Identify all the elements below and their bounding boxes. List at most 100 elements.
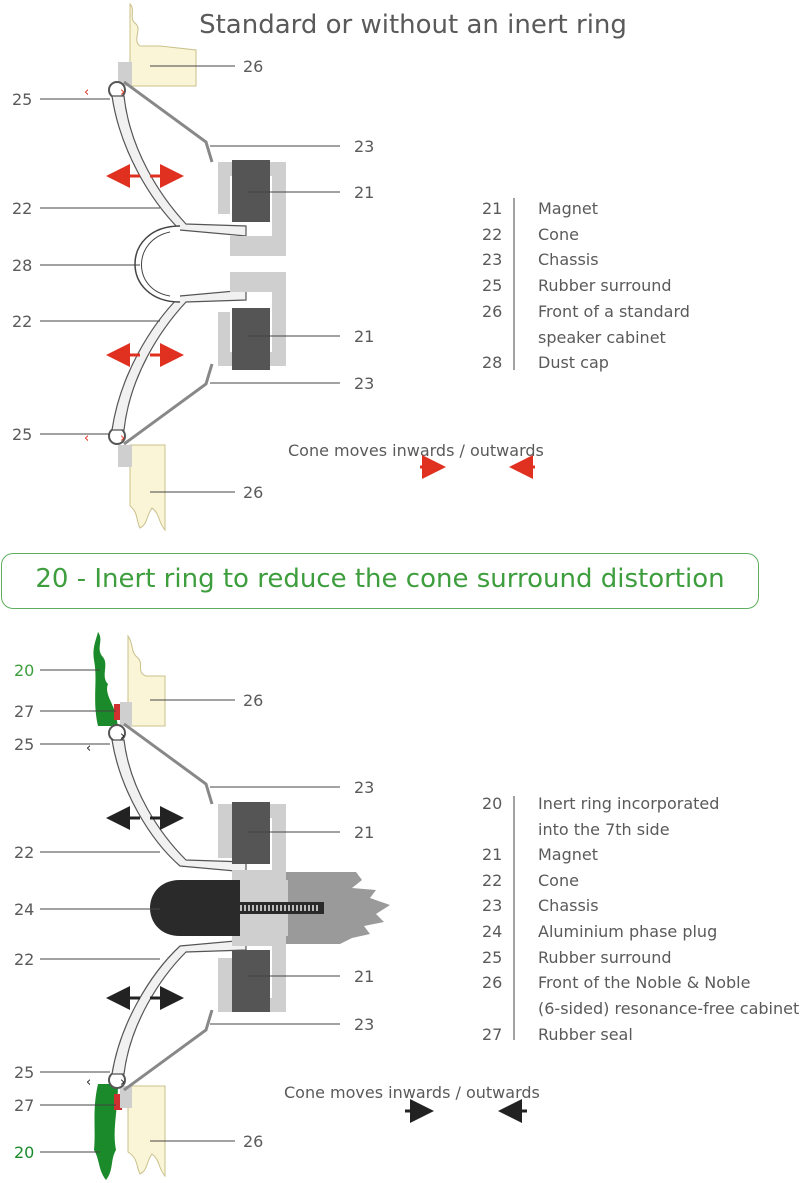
callout-23-lower: 23	[354, 374, 374, 393]
inert-ring-top	[93, 632, 118, 726]
svg-text:25: 25	[482, 948, 502, 967]
magnet-lower	[232, 308, 270, 370]
cabinet-front-top-b	[127, 634, 166, 727]
svg-text:Front of a standard: Front of a standard	[538, 302, 690, 321]
callout-21-lower-b: 21	[354, 967, 374, 986]
svg-text:22: 22	[482, 225, 502, 244]
magnet-upper-b	[232, 802, 270, 864]
callout-20-top: 20	[14, 661, 34, 680]
svg-text:23: 23	[482, 250, 502, 269]
black-tick-left-bottom: ‹	[86, 1075, 91, 1090]
bottom-legend: 20 Inert ring incorporated into the 7th s…	[482, 794, 799, 1044]
callout-28: 28	[12, 256, 32, 275]
top-motion-caption: Cone moves inwards / outwards	[288, 441, 544, 460]
svg-text:Rubber surround: Rubber surround	[538, 948, 672, 967]
svg-text:21: 21	[482, 845, 502, 864]
red-tick-left-bottom: ‹	[84, 431, 89, 446]
chassis-lower	[218, 272, 286, 366]
chassis-mount-bottom	[118, 445, 132, 467]
callout-27-top: 27	[14, 702, 34, 721]
svg-text:26: 26	[482, 302, 502, 321]
callout-26-top-b: 26	[243, 691, 263, 710]
red-tick-left-top: ‹	[84, 85, 89, 100]
svg-text:Rubber seal: Rubber seal	[538, 1025, 633, 1044]
svg-text:28: 28	[482, 353, 502, 372]
inert-ring-banner: 20 - Inert ring to reduce the cone surro…	[1, 553, 759, 609]
cabinet-front-top	[129, 2, 197, 87]
callout-26-top: 26	[243, 57, 263, 76]
rubber-seal-bottom	[114, 1094, 122, 1110]
chassis-lower-b	[218, 936, 286, 1012]
black-tick-right-bottom: ›	[120, 1075, 125, 1090]
svg-text:25: 25	[482, 276, 502, 295]
chassis-upper	[218, 162, 286, 256]
svg-text:Inert ring incorporated: Inert ring incorporated	[538, 794, 719, 813]
bottom-motion-caption: Cone moves inwards / outwards	[284, 1083, 540, 1102]
phase-plug	[150, 880, 240, 936]
cone-lower	[111, 289, 247, 431]
svg-text:21: 21	[482, 199, 502, 218]
chassis-basket-top	[123, 80, 214, 163]
callout-21-top: 21	[354, 183, 374, 202]
cabinet-front-bottom-b	[127, 1085, 166, 1178]
svg-text:Dust cap: Dust cap	[538, 353, 609, 372]
chassis-basket-bottom-b	[123, 1009, 214, 1092]
callout-25-lower-b: 25	[14, 1063, 34, 1082]
chassis-basket-bottom	[123, 363, 214, 446]
svg-text:Chassis: Chassis	[538, 896, 599, 915]
dust-cap-inner	[141, 231, 171, 297]
callout-22-top-b: 22	[14, 843, 34, 862]
callout-21-top-b: 21	[354, 823, 374, 842]
callout-22-lower-b: 22	[14, 950, 34, 969]
svg-text:Front of the Noble & Noble: Front of the Noble & Noble	[538, 973, 750, 992]
dust-cap	[134, 225, 181, 303]
magnet-upper	[232, 160, 270, 222]
svg-text:Rubber surround: Rubber surround	[538, 276, 672, 295]
rubber-seal-top	[114, 704, 122, 720]
svg-text:speaker cabinet: speaker cabinet	[538, 328, 666, 347]
black-tick-right-top: ›	[120, 729, 125, 744]
callout-23-top-b: 23	[354, 778, 374, 797]
svg-text:24: 24	[482, 922, 502, 941]
callout-23-top: 23	[354, 137, 374, 156]
callout-24: 24	[14, 900, 34, 919]
cone-upper	[111, 95, 247, 237]
svg-text:Cone: Cone	[538, 225, 579, 244]
top-title: Standard or without an inert ring	[199, 10, 627, 40]
svg-text:26: 26	[482, 973, 502, 992]
cabinet-front-bottom	[129, 444, 166, 532]
callout-26-lower: 26	[243, 483, 263, 502]
svg-text:23: 23	[482, 896, 502, 915]
svg-text:20: 20	[482, 794, 502, 813]
red-tick-right-bottom: ›	[120, 431, 125, 446]
chassis-mount-top-b	[120, 702, 132, 726]
callout-26-bottom-b: 26	[243, 1132, 263, 1151]
callout-20-bottom: 20	[14, 1143, 34, 1162]
svg-text:Chassis: Chassis	[538, 250, 599, 269]
top-legend: 21 Magnet 22 Cone 23 Chassis 25 Rubber surro…	[482, 199, 690, 372]
cone-upper-b	[111, 739, 247, 873]
callout-25-lower: 25	[12, 425, 32, 444]
red-tick-right-top: ›	[120, 85, 125, 100]
chassis-upper-b	[218, 804, 286, 880]
svg-text:Cone: Cone	[538, 871, 579, 890]
callout-21-lower: 21	[354, 327, 374, 346]
chassis-basket-top-b	[123, 722, 214, 805]
svg-text:(6-sided) resonance-free cabin: (6-sided) resonance-free cabinet	[538, 999, 799, 1018]
svg-text:Magnet: Magnet	[538, 845, 598, 864]
magnet-lower-b	[232, 950, 270, 1012]
callout-23-lower-b: 23	[354, 1015, 374, 1034]
svg-text:into the 7th side: into the 7th side	[538, 820, 670, 839]
callout-22-lower: 22	[12, 312, 32, 331]
chassis-mount-top	[118, 62, 132, 86]
svg-text:Magnet: Magnet	[538, 199, 598, 218]
callout-25-top-b: 25	[14, 735, 34, 754]
inert-ring-bottom	[94, 1084, 118, 1180]
black-tick-left-top: ‹	[86, 741, 91, 756]
callout-22-top: 22	[12, 199, 32, 218]
cabinet-rear-block	[286, 872, 390, 944]
banner-title: 20 - Inert ring to reduce the cone surro…	[35, 564, 725, 594]
svg-text:Aluminium phase plug: Aluminium phase plug	[538, 922, 717, 941]
chassis-mount-bottom-b	[120, 1086, 132, 1108]
